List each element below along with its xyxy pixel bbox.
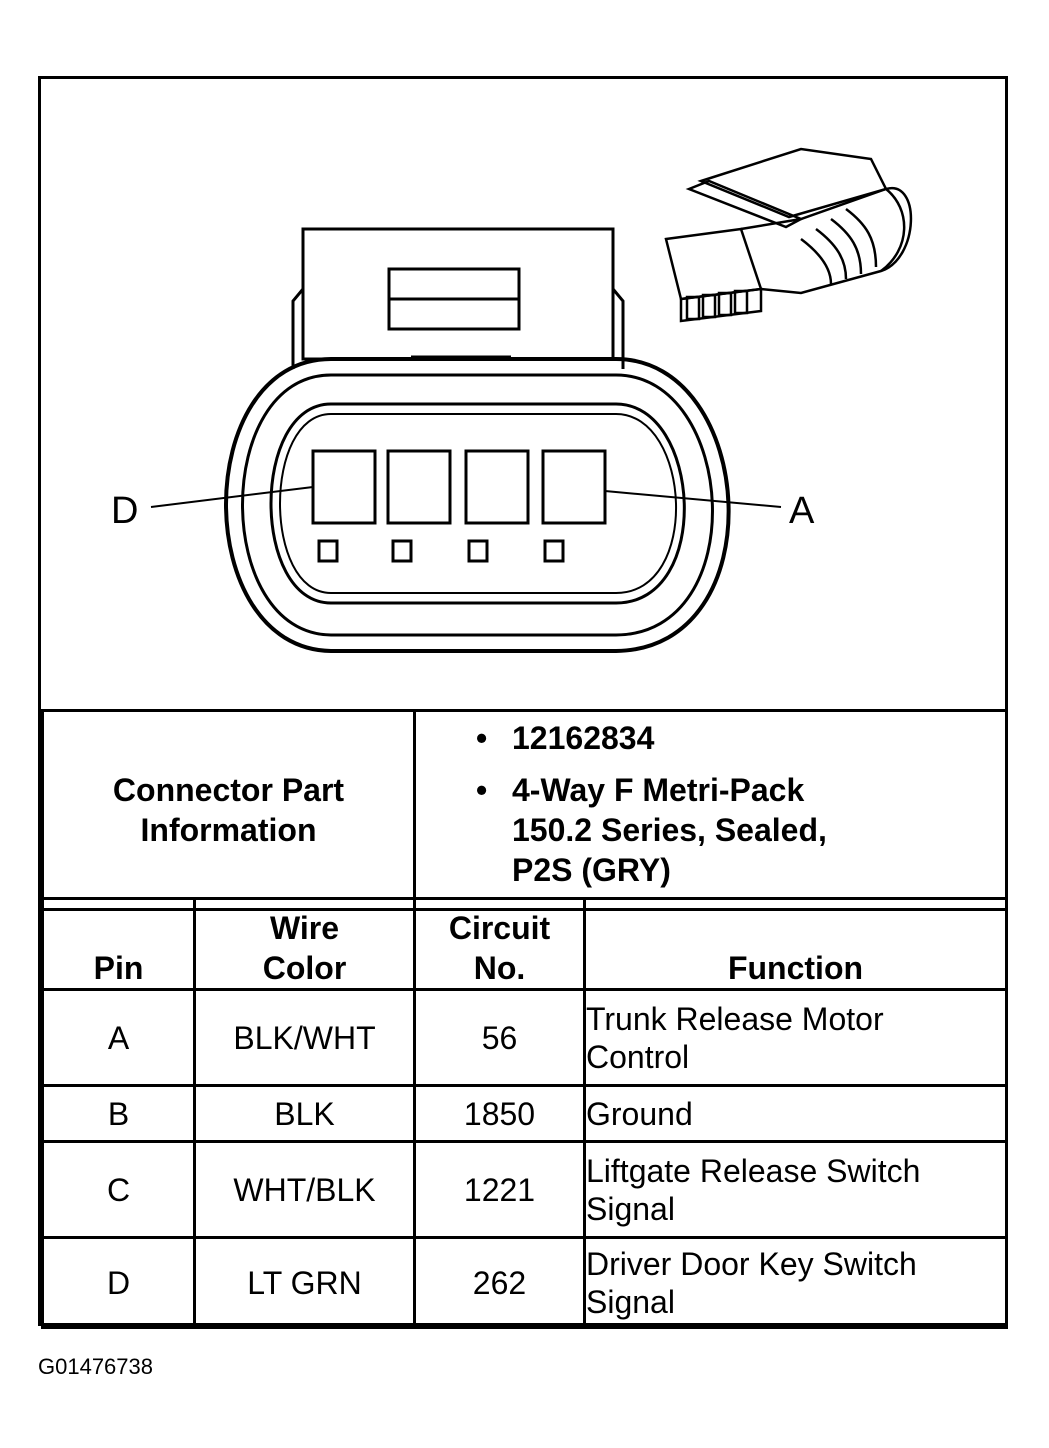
connector-drawing: D A	[111, 147, 913, 653]
cell-circuit: 56	[413, 988, 586, 1087]
cell-function: Liftgate Release Switch Signal	[583, 1140, 1008, 1239]
diagram-frame: D A Connector Part Information 12162834 …	[38, 76, 1008, 1329]
cavity-d	[311, 449, 377, 525]
cell-pin: B	[41, 1084, 196, 1143]
header-pin: Pin	[41, 897, 196, 991]
cell-pin: D	[41, 1236, 196, 1329]
table-row: C WHT/BLK 1221 Liftgate Release Switch S…	[41, 1140, 1008, 1239]
pin-label-d: D	[111, 490, 138, 532]
cell-circuit: 1221	[413, 1140, 586, 1239]
header-circuit: Circuit No.	[413, 897, 586, 991]
cavity-c	[386, 449, 452, 525]
connector-cavity-outline	[269, 402, 686, 605]
connector-outer-shell	[224, 357, 731, 653]
cell-wire-color: LT GRN	[193, 1236, 416, 1329]
table-row: D LT GRN 262 Driver Door Key Switch Sign…	[41, 1236, 1008, 1329]
cell-function: Ground	[583, 1084, 1008, 1143]
cell-pin: A	[41, 988, 196, 1087]
connector-part-values: 12162834 4-Way F Metri-Pack 150.2 Series…	[413, 709, 1008, 911]
cell-function: Trunk Release Motor Control	[583, 988, 1008, 1087]
table-row: A BLK/WHT 56 Trunk Release Motor Control	[41, 988, 1008, 1087]
pin-table: Pin Wire Color Circuit No. Function A BL…	[41, 897, 1008, 1329]
cell-pin: C	[41, 1140, 196, 1239]
cell-wire-color: WHT/BLK	[193, 1140, 416, 1239]
connector-inner-shell	[241, 373, 714, 637]
cell-circuit: 262	[413, 1236, 586, 1329]
pin-table-header: Pin Wire Color Circuit No. Function	[41, 897, 1008, 991]
connector-part-info: Connector Part Information 12162834 4-Wa…	[41, 709, 1008, 911]
table-row: B BLK 1850 Ground	[41, 1084, 1008, 1143]
part-description: 4-Way F Metri-Pack 150.2 Series, Sealed,…	[476, 770, 1005, 890]
cell-wire-color: BLK	[193, 1084, 416, 1143]
leader-line-d	[150, 486, 314, 508]
part-number: 12162834	[476, 718, 1005, 758]
cavity-a	[541, 449, 607, 525]
figure-id: G01476738	[38, 1354, 153, 1379]
pin-label-a: A	[789, 490, 815, 532]
cell-wire-color: BLK/WHT	[193, 988, 416, 1087]
connector-latch-housing	[301, 227, 615, 361]
cell-circuit: 1850	[413, 1084, 586, 1143]
leader-line-a	[604, 490, 782, 508]
cavity-b	[464, 449, 530, 525]
header-function: Function	[583, 897, 1008, 991]
connector-part-label: Connector Part Information	[41, 709, 416, 911]
connector-isometric-view	[664, 147, 913, 323]
header-wire-color: Wire Color	[193, 897, 416, 991]
cell-function: Driver Door Key Switch Signal	[583, 1236, 1008, 1329]
